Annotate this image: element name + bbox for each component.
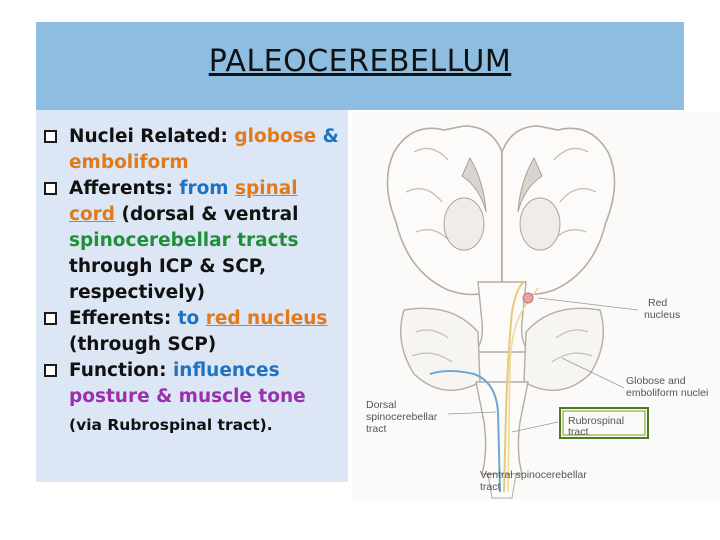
label-ventral-tract: tract [480, 481, 501, 493]
function-label: Function: [69, 360, 167, 381]
label-dorsal: Dorsal [366, 399, 396, 411]
nuclei-emboliform: emboliform [69, 152, 189, 173]
title-bar [36, 22, 684, 110]
bullet-efferents: Efferents: to red nucleus (through SCP) [44, 306, 350, 358]
label-emboliform: emboliform nuclei [626, 387, 708, 399]
label-dorsal-tract: tract [366, 423, 387, 435]
bullet-afferents: Afferents: from spinal cord (dorsal & ve… [44, 176, 350, 306]
afferents-detail: (dorsal & ventral [115, 204, 299, 225]
efferents-to: to [171, 308, 206, 329]
afferents-from: from [172, 178, 235, 199]
efferents-through: (through SCP) [69, 334, 217, 355]
brain-section-diagram: Red nucleus Globose and emboliform nucle… [352, 112, 720, 500]
label-rubrospinal: Rubrospinal [568, 415, 624, 427]
afferents-through: through ICP & SCP, [69, 256, 266, 277]
afferents-spinal-cord: spinal cord [69, 178, 298, 225]
label-red: Red [648, 297, 667, 309]
function-note: (via Rubrospinal tract). [69, 416, 273, 434]
checkbox-bullet-icon [44, 182, 57, 195]
checkbox-bullet-icon [44, 364, 57, 377]
nuclei-label: Nuclei Related: [69, 126, 228, 147]
label-spinocerebellar: spinocerebellar [366, 411, 438, 423]
afferents-label: Afferents: [69, 178, 173, 199]
label-nucleus: nucleus [644, 309, 680, 321]
checkbox-bullet-icon [44, 130, 57, 143]
function-influences: influences [166, 360, 280, 381]
label-rubrospinal-tract: tract [568, 426, 589, 438]
label-ventral: Ventral spinocerebellar [480, 469, 587, 481]
afferents-tracts: spinocerebellar tracts [69, 230, 299, 251]
bullet-function: Function: influences posture & muscle to… [44, 358, 350, 438]
efferents-label: Efferents: [69, 308, 172, 329]
nuclei-amp: & [316, 126, 339, 147]
page-title: PALEOCEREBELLUM [208, 44, 512, 79]
text-panel [36, 110, 348, 482]
afferents-respectively: respectively) [69, 282, 206, 303]
bullet-nuclei: Nuclei Related: globose & emboliform [44, 124, 350, 176]
efferents-red-nucleus: red nucleus [205, 308, 328, 329]
label-globose: Globose and [626, 375, 686, 387]
nuclei-globose: globose [234, 126, 317, 147]
checkbox-bullet-icon [44, 312, 57, 325]
bullet-list: Nuclei Related: globose & emboliform Aff… [44, 124, 350, 438]
function-posture: posture & muscle tone [69, 386, 306, 407]
